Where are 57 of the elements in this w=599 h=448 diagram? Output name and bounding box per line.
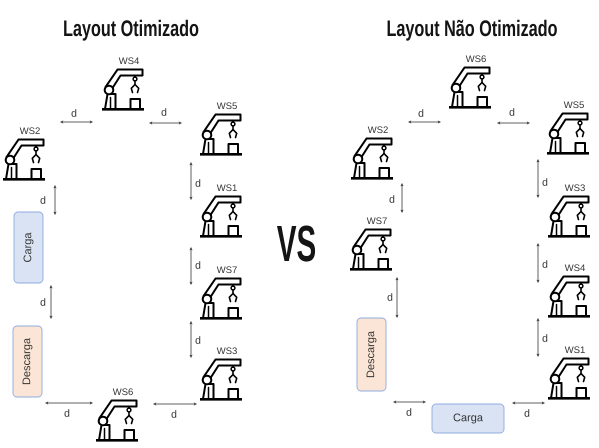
double-arrow — [189, 162, 193, 200]
station-label: WS1 — [216, 184, 237, 192]
edge-label: d — [72, 109, 76, 117]
area-box: Carga — [14, 212, 44, 284]
double-arrow — [189, 321, 193, 358]
edge-label: d — [196, 261, 200, 269]
edge-label: d — [390, 195, 394, 203]
layout-heading: Layout Otimizado — [64, 20, 198, 41]
edge-label: d — [418, 109, 424, 117]
station-label: WS2 — [20, 127, 40, 134]
double-arrow — [53, 185, 57, 215]
edge-label: d — [388, 293, 392, 301]
station-label: WS2 — [368, 126, 388, 134]
edge-label: d — [510, 108, 514, 116]
double-arrow — [536, 318, 540, 357]
double-arrow — [512, 401, 545, 405]
edge-label: d — [542, 178, 548, 186]
station-label: WS6 — [466, 55, 486, 62]
double-arrow — [153, 402, 197, 406]
edge-label: d — [196, 336, 200, 344]
edge-label: d — [162, 108, 166, 116]
double-arrow — [400, 183, 404, 213]
station-label: WS3 — [216, 347, 237, 354]
edge-label: d — [64, 409, 70, 417]
double-arrow — [149, 121, 182, 125]
station-label: WS6 — [112, 388, 133, 396]
double-arrow — [60, 120, 93, 124]
edge-label: d — [524, 409, 530, 417]
double-arrow — [393, 400, 426, 404]
versus-label: VS — [276, 225, 316, 262]
edge-label: d — [542, 334, 548, 342]
double-arrow — [536, 159, 540, 198]
area-box: Descarga — [356, 318, 386, 392]
double-arrow — [189, 247, 193, 285]
station-label: WS4 — [118, 57, 140, 64]
station-label: WS1 — [564, 346, 585, 354]
station-label: WS3 — [564, 184, 585, 192]
double-arrow — [536, 243, 540, 283]
double-arrow — [408, 120, 441, 124]
edge-label: d — [406, 408, 412, 416]
station-label: WS4 — [564, 264, 586, 272]
edge-label: d — [172, 410, 176, 418]
double-arrow — [45, 401, 93, 405]
edge-label: d — [196, 179, 200, 187]
edge-label: d — [542, 260, 548, 268]
edge-label: d — [40, 298, 46, 306]
double-arrow — [395, 277, 399, 318]
double-arrow — [49, 285, 53, 319]
double-arrow — [497, 121, 530, 125]
station-label: WS7 — [216, 266, 237, 274]
area-box: Carga — [432, 404, 504, 434]
station-label: WS5 — [216, 102, 237, 110]
station-label: WS5 — [564, 101, 584, 108]
layout-heading: Layout Não Otimizado — [388, 20, 557, 41]
area-box: Descarga — [12, 326, 42, 398]
station-label: WS7 — [366, 217, 387, 224]
edge-label: d — [40, 196, 46, 204]
